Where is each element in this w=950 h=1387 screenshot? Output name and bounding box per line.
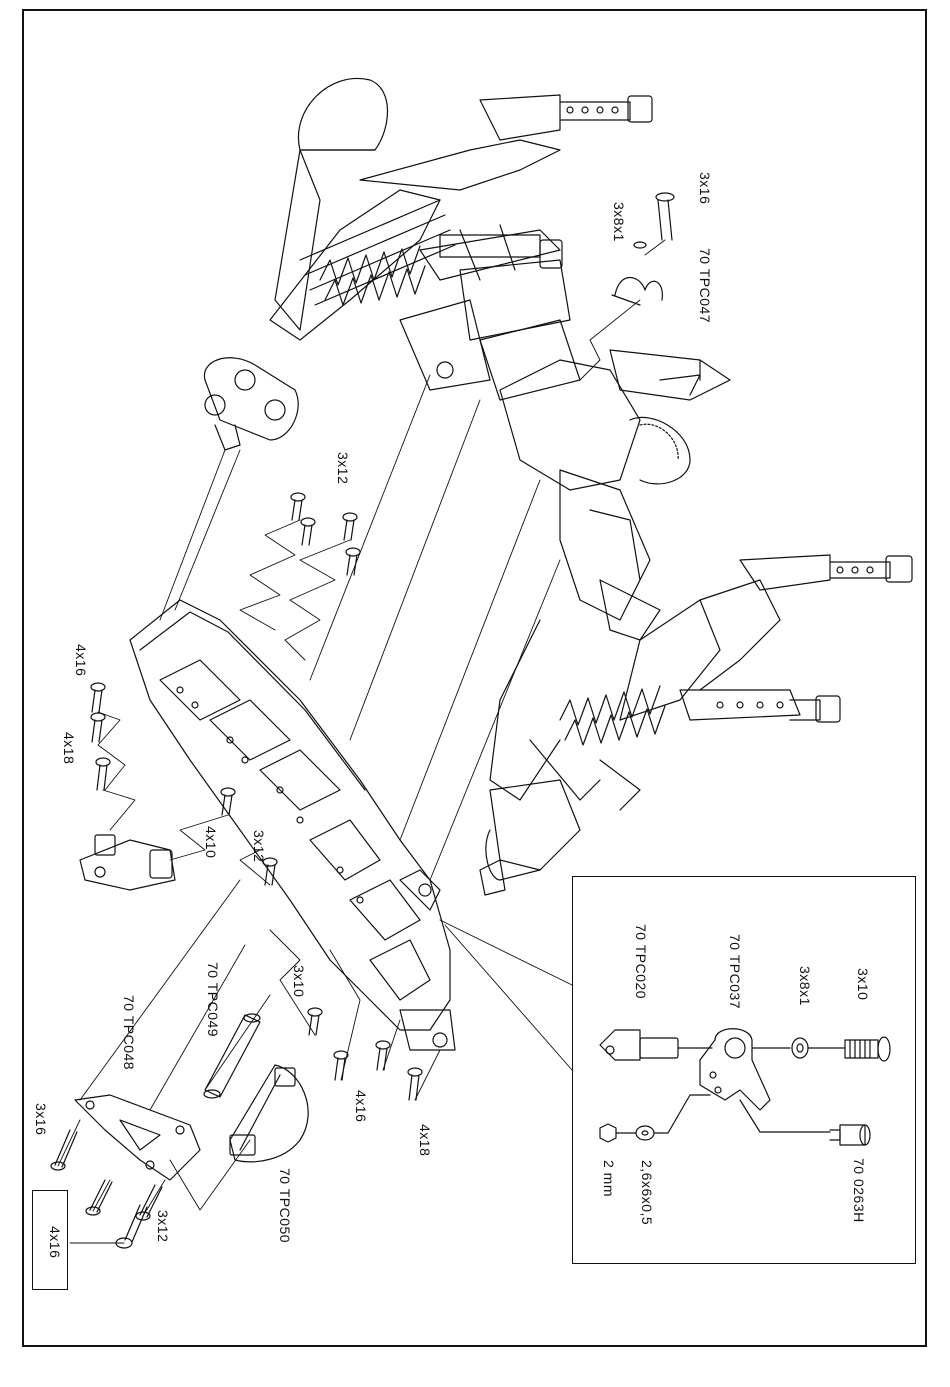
label-detail-70tpc020: 70 TPC020 (634, 924, 648, 999)
label-screw-4x18-left: 4x18 (62, 732, 76, 764)
label-screw-3x12-center: 3x12 (336, 452, 350, 484)
label-callout-4x16: 4x16 (48, 1226, 62, 1258)
label-screw-3x12-bottom: 3x12 (156, 1210, 170, 1242)
label-part-70tpc049: 70 TPC049 (206, 962, 220, 1037)
label-washer-3x8x1-top: 3x8x1 (612, 202, 626, 242)
label-detail-70tpc037: 70 TPC037 (728, 934, 742, 1009)
label-screw-4x18-bottom: 4x18 (418, 1124, 432, 1156)
label-part-70tpc047: 70 TPC047 (698, 248, 712, 323)
label-screw-4x16-left: 4x16 (74, 644, 88, 676)
front-suspension-assembly (204, 78, 652, 450)
label-part-70tpc048: 70 TPC048 (122, 995, 136, 1070)
label-screw-4x16-bottom: 4x16 (354, 1090, 368, 1122)
label-detail-70-0263h: 70 0263H (852, 1158, 866, 1223)
label-screw-4x10: 4x10 (204, 826, 218, 858)
rear-coil-spring (560, 686, 665, 745)
label-detail-3x8x1: 3x8x1 (798, 966, 812, 1006)
label-screw-3x16-top: 3x16 (698, 172, 712, 204)
rear-bumper (230, 1065, 308, 1162)
rear-brace-plate (75, 1095, 200, 1180)
label-detail-2-6x6x0-5: 2,6x6x0,5 (640, 1160, 654, 1225)
label-screw-3x16-bottom: 3x16 (34, 1103, 48, 1135)
rear-hinge-block (80, 835, 175, 890)
label-screw-3x12-mid: 3x12 (252, 830, 266, 862)
label-detail-3x10: 3x10 (856, 968, 870, 1000)
rear-suspension-assembly (480, 555, 912, 895)
label-detail-2mm: 2 mm (602, 1160, 616, 1197)
label-part-70tpc050: 70 TPC050 (278, 1168, 292, 1243)
label-screw-3x10: 3x10 (292, 965, 306, 997)
